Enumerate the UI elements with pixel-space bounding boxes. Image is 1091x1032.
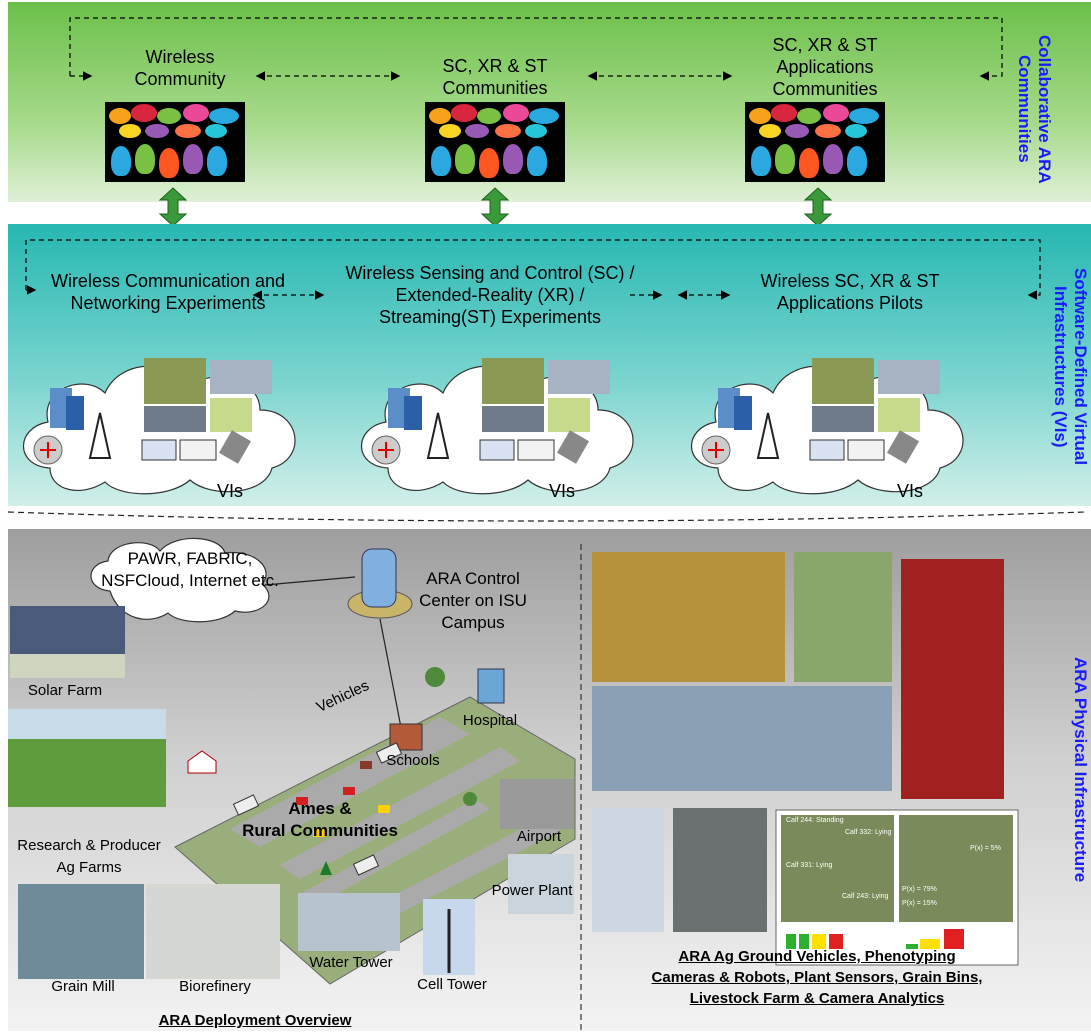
calf-label-2: Calf 332: Lying [845,829,892,836]
vi-label-3: VIs [896,481,923,501]
community-applications-label: SC, XR & ST Applications Communities [772,35,878,99]
vi-side-label: Software-Defined Virtual Infrastructures… [1051,268,1090,466]
grain-mill-label: Grain Mill [51,978,115,995]
prob-label-1: P(x) = 5% [970,845,1001,852]
calf-label-4: Calf 243: Lying [842,893,889,900]
internet-cloud-label: PAWR, FABRIC, NSFCloud, Internet etc. [101,549,279,590]
section-divider [7,511,1086,522]
experiment-sc-xr-st-label: Wireless Sensing and Control (SC) / Exte… [345,263,635,327]
top-loop-connector [69,17,1003,81]
power-plant-label: Power Plant [491,882,573,899]
cell-tower-label: Cell Tower [417,976,487,993]
experiment-pilots-label: Wireless SC, XR & ST Applications Pilots [760,271,940,313]
vi-label-1: VIs [216,481,243,501]
community-crowd-image-1 [105,102,245,182]
ag-farms-label: Research & Producer Ag Farms [17,837,161,876]
physical-side-label: ARA Physical Infrastructure [1071,657,1090,883]
experiment-networking-label: Wireless Communication and Networking Ex… [50,271,286,313]
community-crowd-image-2 [425,102,565,182]
hospital-label: Hospital [462,712,518,729]
calf-label-3: Calf 331: Lying [786,862,833,869]
prob-label-3: P(x) = 15% [902,900,937,907]
vi-cloud-1 [23,358,296,495]
deployment-caption: ARA Deployment Overview [158,1012,352,1029]
vi-cloud-2 [361,358,634,495]
water-tower-label: Water Tower [309,954,393,971]
vi-label-2: VIs [548,481,575,501]
deployment-map [8,537,1019,1031]
ag-caption: ARA Ag Ground Vehicles, Phenotyping Came… [651,948,983,1007]
biorefinery-label: Biorefinery [179,978,251,995]
community-crowd-image-3 [745,102,885,182]
community-wireless-label: Wireless Community [134,47,226,89]
calf-label-1: Calf 244: Standing [786,817,844,824]
control-center-label: ARA Control Center on ISU Campus [419,569,527,632]
mid-loop-connector [25,239,1041,300]
vi-cloud-3 [691,358,964,495]
communities-side-label: Collaborative ARA Communities [1015,34,1054,184]
community-sc-xr-st-label: SC, XR & ST Communities [442,56,548,98]
ames-communities-label: Ames & Rural Communities [242,799,398,840]
schools-label: Schools [386,752,440,769]
airport-label: Airport [516,828,562,845]
solar-farm-label: Solar Farm [27,682,103,699]
prob-label-2: P(x) = 79% [902,886,937,893]
